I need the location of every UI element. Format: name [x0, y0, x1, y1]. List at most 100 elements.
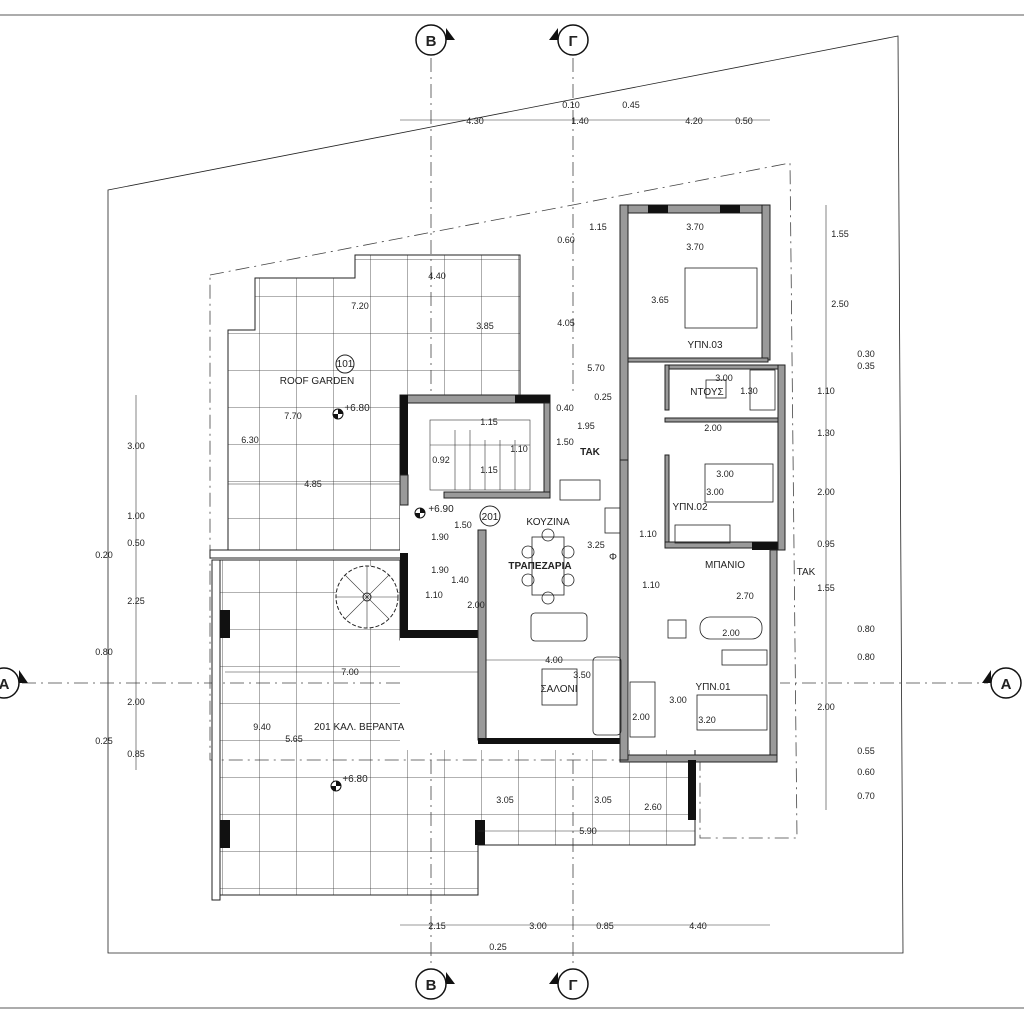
dimension-label: 2.00 [722, 628, 740, 638]
dimension-label: 3.70 [686, 222, 704, 232]
dimension-label: 0.40 [556, 403, 574, 413]
dimension-label: 1.10 [817, 386, 835, 396]
dimension-label: 0.80 [95, 647, 113, 657]
dimension-label: 3.50 [573, 670, 591, 680]
dimension-label: 3.00 [715, 373, 733, 383]
dimension-label: 9.40 [253, 722, 271, 732]
grid-label: Γ [568, 33, 577, 50]
furniture [521, 267, 776, 738]
dimension-label: 0.25 [95, 736, 113, 746]
grid-label: A [1001, 676, 1012, 693]
dimension-label: 5.65 [285, 734, 303, 744]
room-number: 101 [337, 359, 354, 370]
dimension-label: 1.15 [589, 222, 607, 232]
dimension-label: 0.45 [622, 100, 640, 110]
level-marks: +6.80 +6.90 +6.80 [330, 403, 454, 792]
dimension-label: 3.05 [496, 795, 514, 805]
dimension-label: 3.05 [594, 795, 612, 805]
site-boundary [107, 35, 904, 954]
dimension-label: 2.00 [467, 600, 485, 610]
dimension-label: 1.40 [571, 116, 589, 126]
grid-label: Β [426, 33, 437, 50]
room-labels: 101 ROOF GARDEN 201 ΚΟΥΖΙΝΑ ΤΡΑΠΕΖΑΡΙΑ Σ… [280, 340, 816, 733]
dimension-label: 4.85 [304, 479, 322, 489]
dimension-label: 3.00 [529, 921, 547, 931]
level-label: +6.80 [344, 403, 370, 414]
dimension-label: 1.10 [642, 580, 660, 590]
sheet-frame [0, 14, 1024, 1009]
dimension-label: 1.90 [431, 532, 449, 542]
dimension-label: 1.10 [425, 590, 443, 600]
dimension-label: 1.95 [577, 421, 595, 431]
dimension-label: 2.15 [428, 921, 446, 931]
level-label: +6.90 [428, 504, 454, 515]
dimension-label: 1.90 [431, 565, 449, 575]
dimension-label: 0.80 [857, 652, 875, 662]
room-label-bedroom1: ΥΠΝ.01 [695, 682, 730, 693]
dimension-label: 4.30 [466, 116, 484, 126]
grid-label: Β [426, 977, 437, 994]
building-outline [209, 162, 798, 839]
dimension-label: 3.20 [698, 715, 716, 725]
dimension-label: 0.92 [432, 455, 450, 465]
grid-marker-b-bottom: Β [415, 968, 455, 1000]
room-label-living: ΣΑΛΟΝΙ [540, 684, 577, 695]
dimension-label: 2.70 [736, 591, 754, 601]
dimension-label: 1.10 [639, 529, 657, 539]
grid-marker-a-right: A [982, 667, 1022, 699]
dimension-label: 2.25 [127, 596, 145, 606]
dimension-label: 7.00 [341, 667, 359, 677]
dimension-label: 2.50 [831, 299, 849, 309]
dimension-label: 0.55 [857, 746, 875, 756]
dimension-label: 0.30 [857, 349, 875, 359]
room-label-roof-garden: ROOF GARDEN [280, 376, 354, 387]
dimension-label: 2.00 [817, 702, 835, 712]
room-label-veranda: 201 ΚΑΛ. ΒΕΡΑΝΤΑ [314, 722, 405, 733]
dimension-lines [135, 119, 827, 926]
dimension-label: 7.20 [351, 301, 369, 311]
dimension-label: 2.00 [632, 712, 650, 722]
grid-label: Γ [568, 977, 577, 994]
room-label-bedroom2: ΥΠΝ.02 [672, 502, 707, 513]
dimension-label: 1.30 [740, 386, 758, 396]
room-label-bathroom: ΜΠΑΝΙΟ [705, 560, 745, 571]
dimension-label: 4.05 [557, 318, 575, 328]
grid-marker-b-top: Β [415, 24, 455, 56]
grid-marker-g-bottom: Γ [549, 968, 589, 1000]
dimension-label: 1.50 [454, 520, 472, 530]
dimension-label: 4.00 [545, 655, 563, 665]
dimension-label: 1.10 [510, 444, 528, 454]
dimension-label: 6.30 [241, 435, 259, 445]
dimension-label: 0.50 [127, 538, 145, 548]
dimension-label: 0.25 [489, 942, 507, 952]
fridge-label: Φ [609, 552, 617, 563]
dimension-label: 0.85 [596, 921, 614, 931]
dimension-label: 1.40 [451, 575, 469, 585]
dimension-label: 1.30 [817, 428, 835, 438]
grid-marker-g-top: Γ [549, 24, 589, 56]
dimension-label: 2.00 [127, 697, 145, 707]
grid-label: A [0, 676, 10, 693]
room-label-kitchen: ΚΟΥΖΙΝΑ [526, 517, 570, 528]
dimension-label: 1.00 [127, 511, 145, 521]
dimension-label: 0.85 [127, 749, 145, 759]
dimension-label: 1.50 [556, 437, 574, 447]
room-label-shower: ΝΤΟΥΣ [690, 387, 723, 398]
dimension-label: 3.70 [686, 242, 704, 252]
dimension-label: 3.00 [669, 695, 687, 705]
tak-label: ΤΑΚ [580, 447, 601, 458]
spiral-staircase [335, 565, 399, 629]
dimension-label: 0.95 [817, 539, 835, 549]
dimension-label: 0.20 [95, 550, 113, 560]
apartment-floor [400, 395, 780, 750]
level-label: +6.80 [342, 774, 368, 785]
dimension-label: 5.90 [579, 826, 597, 836]
dimension-label: 3.00 [716, 469, 734, 479]
grid-marker-a-left: A [0, 667, 28, 699]
dimension-label: 0.60 [557, 235, 575, 245]
dimension-label: 2.00 [817, 487, 835, 497]
dimension-label: 1.15 [480, 417, 498, 427]
dimension-label: 5.70 [587, 363, 605, 373]
dimension-label: 3.00 [706, 487, 724, 497]
